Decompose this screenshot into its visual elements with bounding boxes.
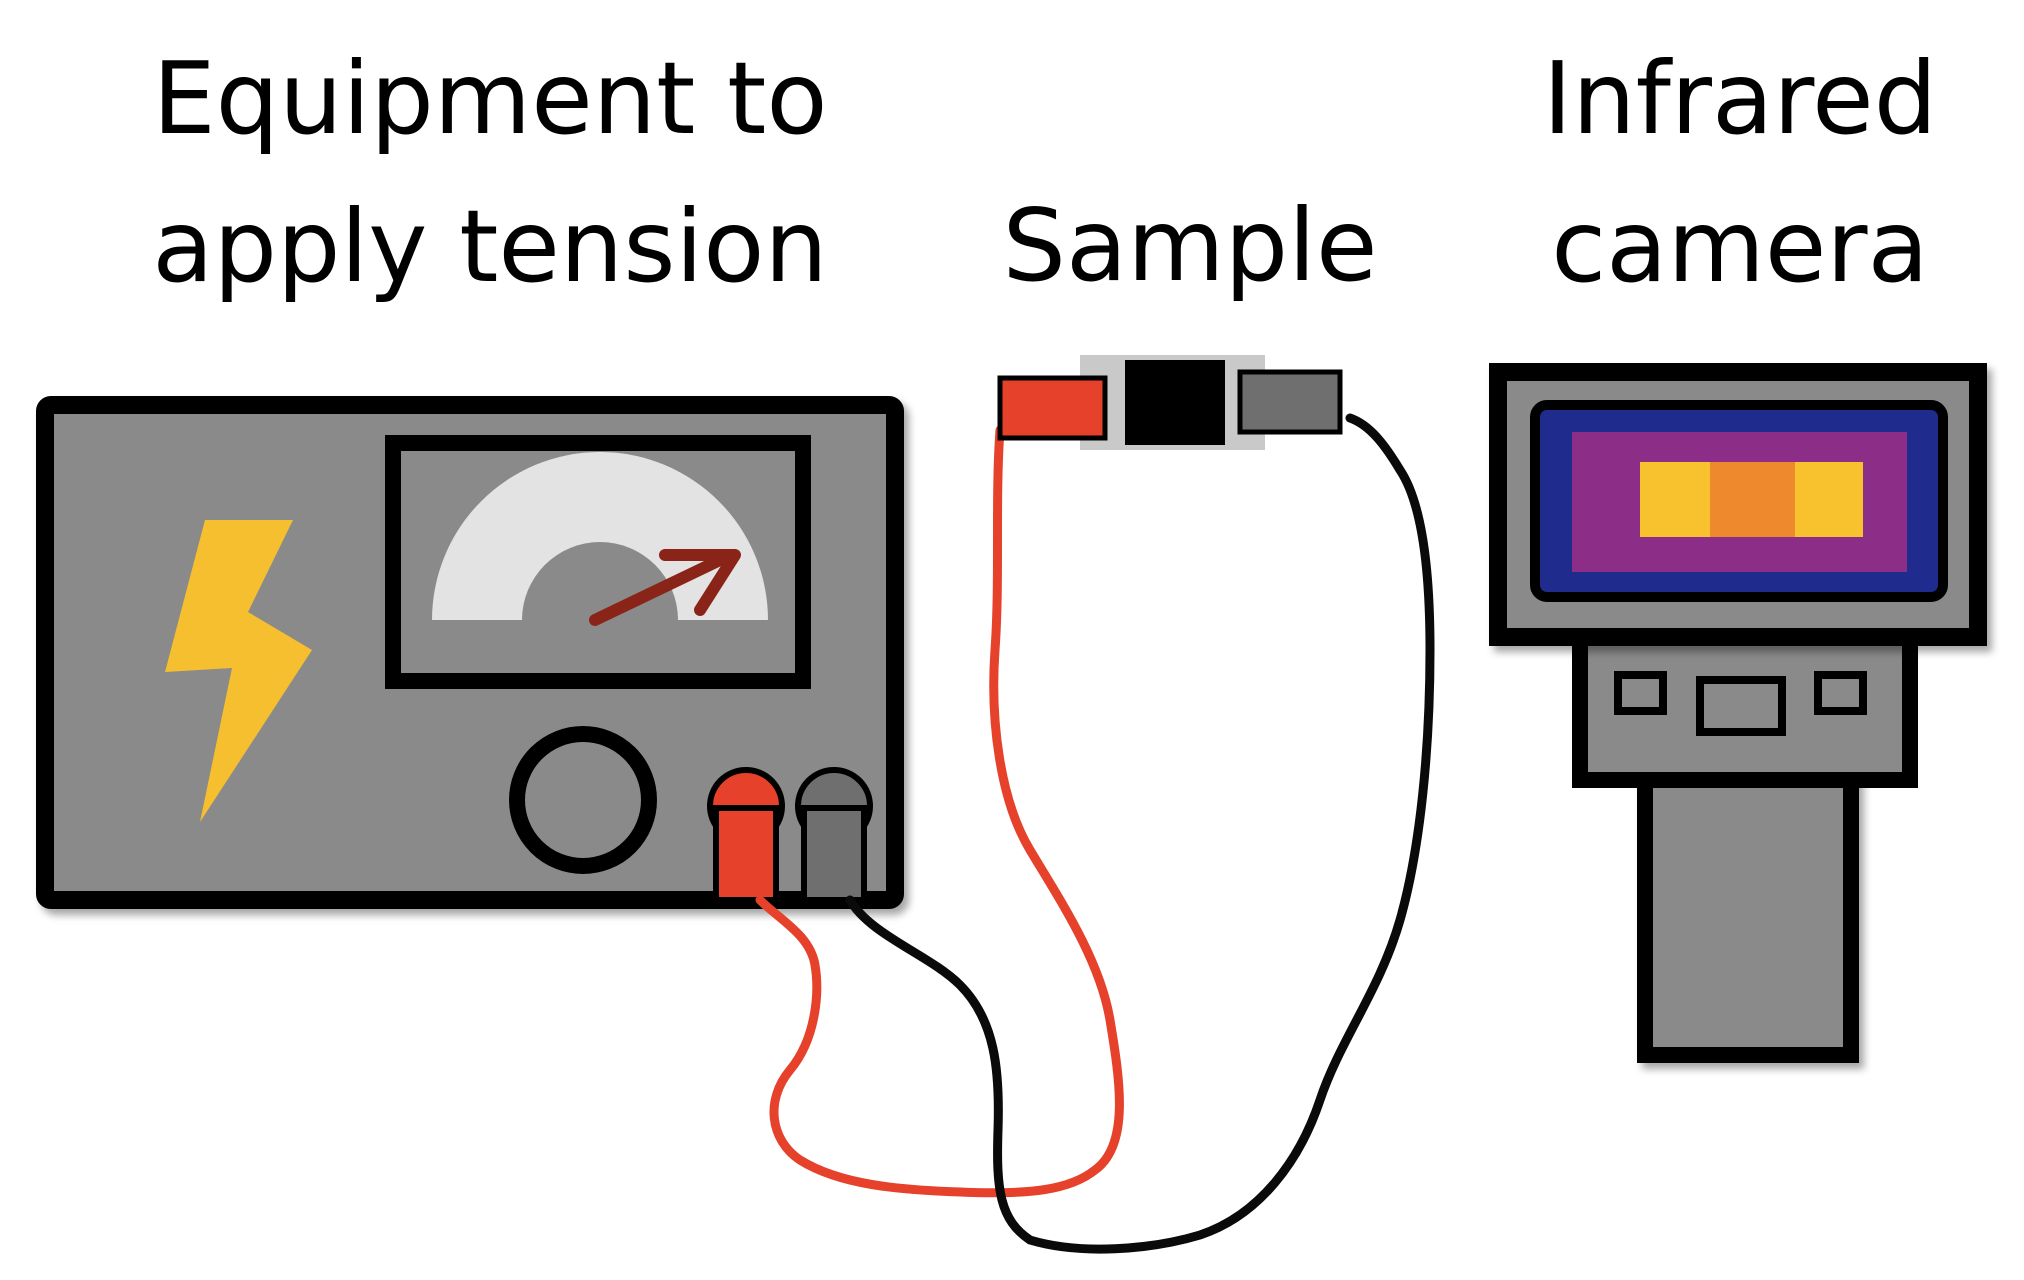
- analog-meter-icon: [385, 435, 811, 689]
- meter-needle-head: [659, 549, 741, 616]
- lightning-bolt-icon: [165, 520, 312, 822]
- black-lead-wire: [845, 413, 1435, 1254]
- thermal-hot-left: [1640, 462, 1710, 537]
- sample-grey-clip: [1237, 369, 1343, 435]
- sample-label: Sample: [930, 172, 1450, 320]
- equipment-label-line2: apply tension: [152, 188, 828, 305]
- camera-button-center[interactable]: [1696, 676, 1786, 736]
- meter-needle: [589, 554, 726, 626]
- thermal-hot-right: [1795, 462, 1863, 537]
- thermal-hot-center: [1710, 462, 1795, 537]
- camera-button-left[interactable]: [1614, 671, 1667, 715]
- camera-label: Infrared camera: [1450, 25, 2024, 321]
- power-supply-icon: [36, 396, 904, 909]
- equipment-label: Equipment to apply tension: [60, 25, 920, 321]
- dial-knob-icon: [509, 726, 657, 874]
- sample-icon: [997, 355, 1343, 450]
- sample-body: [1125, 360, 1225, 445]
- camera-handle: [1637, 752, 1859, 1063]
- equipment-label-line1: Equipment to: [152, 40, 828, 157]
- red-lead-wire: [755, 425, 1124, 1198]
- camera-label-line2: camera: [1551, 188, 1929, 305]
- camera-button-right[interactable]: [1814, 671, 1867, 715]
- camera-label-line1: Infrared: [1542, 40, 1938, 157]
- black-terminal-icon: [795, 767, 873, 903]
- sample-red-clip: [997, 375, 1108, 441]
- infrared-camera-icon: [1489, 363, 1987, 1063]
- sample-label-text: Sample: [1002, 187, 1378, 304]
- red-terminal-icon: [707, 767, 785, 903]
